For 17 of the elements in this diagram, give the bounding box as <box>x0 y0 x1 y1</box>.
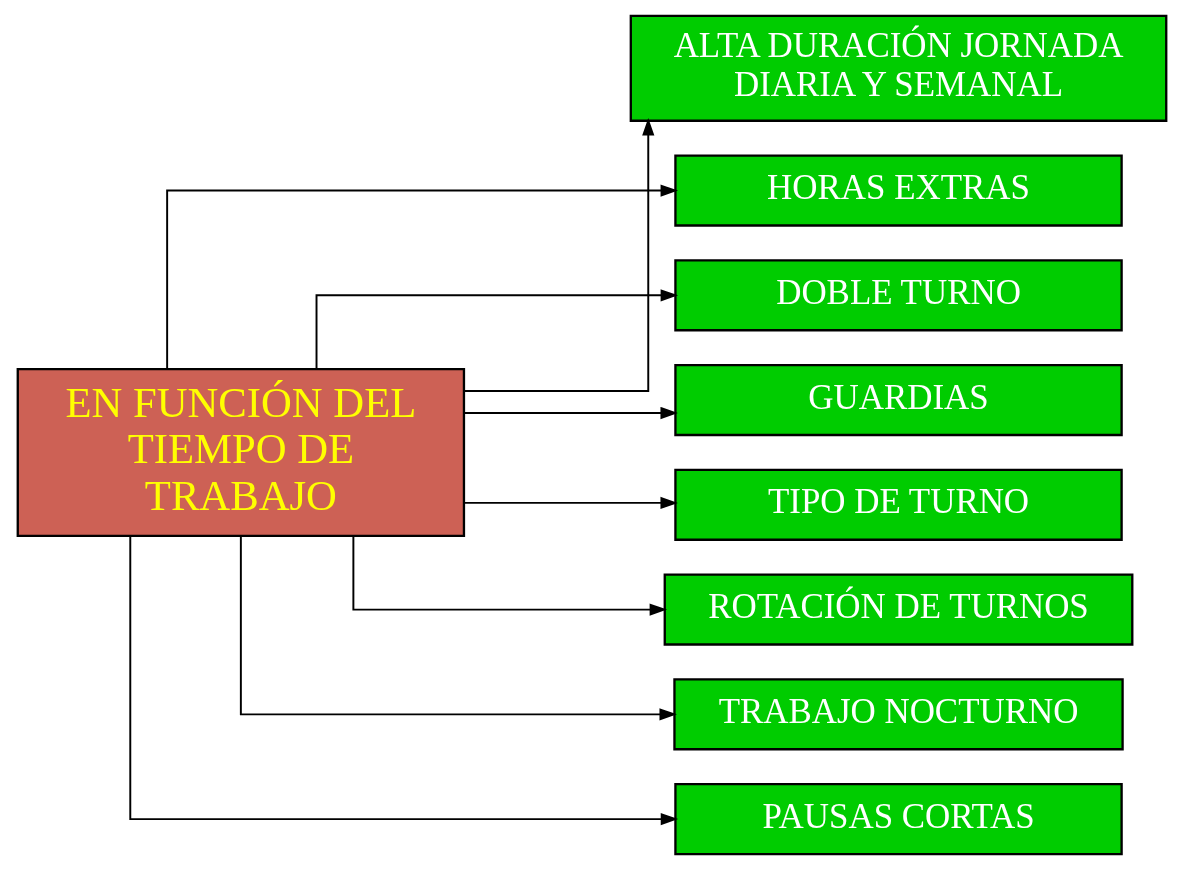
arrow <box>463 117 655 392</box>
node-box: TIPO DE TURNO <box>674 468 1123 541</box>
arrow <box>352 535 668 616</box>
node-box: ALTA DURACIÓN JORNADA DIARIA Y SEMANAL <box>629 14 1168 122</box>
arrow <box>463 496 678 509</box>
node-box: TRABAJO NOCTURNO <box>673 678 1124 751</box>
arrow <box>239 535 677 721</box>
node-box: ROTACIÓN DE TURNOS <box>663 573 1134 646</box>
node-box: EN FUNCIÓN DEL TIEMPO DE TRABAJO <box>16 367 466 538</box>
arrow <box>463 406 678 420</box>
node-box: PAUSAS CORTAS <box>674 783 1123 856</box>
arrow <box>129 535 679 826</box>
arrow <box>166 184 679 370</box>
arrow <box>315 289 679 370</box>
node-box: GUARDIAS <box>674 364 1123 437</box>
node-box: HORAS EXTRAS <box>674 154 1123 227</box>
node-box: DOBLE TURNO <box>674 259 1123 332</box>
